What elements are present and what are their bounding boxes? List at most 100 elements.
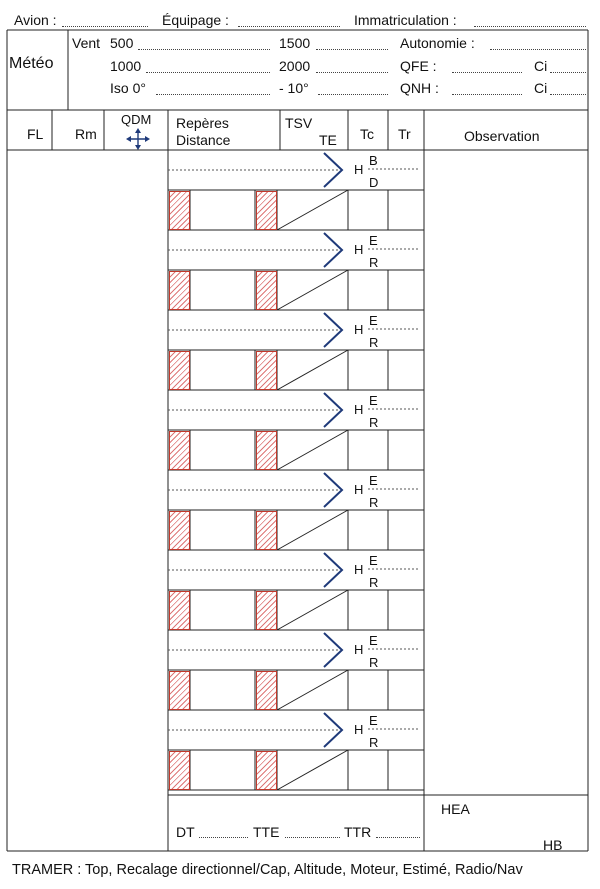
leg-chevron-arrow xyxy=(323,312,344,348)
qfe-ci-label: Ci xyxy=(534,58,548,74)
autonomie-label: Autonomie : xyxy=(400,35,475,51)
col-fl: FL xyxy=(27,126,44,142)
col-observation: Observation xyxy=(464,128,540,144)
leg-hatched-cell xyxy=(169,191,190,230)
leg-top-letter: E xyxy=(369,713,378,728)
col-reperes: Repères xyxy=(176,115,229,131)
leg-diagonal-line xyxy=(276,589,349,631)
leg-h-label: H xyxy=(354,242,364,257)
leg-h-label: H xyxy=(354,322,364,337)
ttr-label: TTR xyxy=(344,824,372,840)
leg-top-letter: E xyxy=(369,233,378,248)
leg-chevron-arrow xyxy=(323,552,344,588)
leg-bottom-letter: R xyxy=(369,655,379,670)
avion-label: Avion : xyxy=(14,12,57,28)
autonomie-field[interactable] xyxy=(490,49,586,50)
vent-500-field[interactable] xyxy=(138,49,270,50)
col-qdm: QDM xyxy=(121,112,152,127)
leg-h-label: H xyxy=(354,642,364,657)
col-tc: Tc xyxy=(360,126,374,142)
leg-top-letter: E xyxy=(369,473,378,488)
equipage-label: Équipage : xyxy=(162,12,229,28)
leg-hatched-cell xyxy=(256,271,277,310)
leg-diagonal-line xyxy=(276,349,349,391)
leg-h-label: H xyxy=(354,162,364,177)
hb-label: HB xyxy=(543,837,563,853)
leg-hatched-cell xyxy=(256,751,277,790)
leg-hatched-cell xyxy=(169,511,190,550)
vent-500-label: 500 xyxy=(110,35,134,51)
hea-label: HEA xyxy=(441,801,470,817)
dt-field[interactable] xyxy=(199,837,248,838)
leg-hatched-cell xyxy=(169,271,190,310)
col-tr: Tr xyxy=(398,126,411,142)
tramer-legend: TRAMER : Top, Recalage directionnel/Cap,… xyxy=(12,862,523,878)
leg-hatched-cell xyxy=(256,511,277,550)
leg-bottom-letter: R xyxy=(369,415,379,430)
col-te: TE xyxy=(319,132,337,148)
leg-hatched-cell xyxy=(169,351,190,390)
qfe-label: QFE : xyxy=(400,58,437,74)
ttr-field[interactable] xyxy=(376,837,420,838)
minus10-field[interactable] xyxy=(318,94,388,95)
equipage-field[interactable] xyxy=(238,26,340,27)
leg-diagonal-line xyxy=(276,189,349,231)
leg-top-letter: B xyxy=(369,153,378,168)
tte-label: TTE xyxy=(253,824,280,840)
minus10-label: - 10° xyxy=(279,80,309,96)
leg-bottom-letter: R xyxy=(369,255,379,270)
vent-2000-label: 2000 xyxy=(279,58,311,74)
leg-chevron-arrow xyxy=(323,392,344,428)
leg-top-letter: E xyxy=(369,313,378,328)
vent-label: Vent xyxy=(72,35,101,51)
qfe-ci-field[interactable] xyxy=(550,72,586,73)
qnh-label: QNH : xyxy=(400,80,439,96)
leg-diagonal-line xyxy=(276,749,349,791)
leg-hatched-cell xyxy=(169,591,190,630)
leg-diagonal-line xyxy=(276,429,349,471)
leg-bottom-letter: D xyxy=(369,175,379,190)
leg-diagonal-line xyxy=(276,269,349,311)
leg-chevron-arrow xyxy=(323,472,344,508)
immatriculation-field[interactable] xyxy=(474,26,586,27)
dt-label: DT xyxy=(176,824,195,840)
vent-1000-label: 1000 xyxy=(110,58,142,74)
qfe-field[interactable] xyxy=(452,72,522,73)
vent-1500-label: 1500 xyxy=(279,35,311,51)
leg-chevron-arrow xyxy=(323,712,344,748)
vent-1000-field[interactable] xyxy=(146,72,270,73)
leg-hatched-cell xyxy=(256,431,277,470)
iso-field[interactable] xyxy=(156,94,270,95)
leg-chevron-arrow xyxy=(323,152,344,188)
tte-field[interactable] xyxy=(285,837,340,838)
leg-hatched-cell xyxy=(169,671,190,710)
leg-hatched-cell xyxy=(169,431,190,470)
iso-label: Iso 0° xyxy=(110,80,146,96)
compass-arrows-icon xyxy=(126,128,150,150)
col-tsv: TSV xyxy=(285,115,313,131)
leg-chevron-arrow xyxy=(323,632,344,668)
leg-top-letter: E xyxy=(369,393,378,408)
leg-hatched-cell xyxy=(169,751,190,790)
leg-top-letter: E xyxy=(369,553,378,568)
leg-chevron-arrow xyxy=(323,232,344,268)
leg-hatched-cell xyxy=(256,351,277,390)
leg-diagonal-line xyxy=(276,509,349,551)
leg-hatched-cell xyxy=(256,191,277,230)
leg-bottom-letter: R xyxy=(369,575,379,590)
leg-h-label: H xyxy=(354,402,364,417)
leg-bottom-letter: R xyxy=(369,335,379,350)
col-rm: Rm xyxy=(75,126,97,142)
avion-field[interactable] xyxy=(62,26,148,27)
vent-1500-field[interactable] xyxy=(316,49,388,50)
qnh-ci-field[interactable] xyxy=(550,94,586,95)
vent-2000-field[interactable] xyxy=(316,72,388,73)
leg-h-label: H xyxy=(354,562,364,577)
qnh-field[interactable] xyxy=(452,94,522,95)
leg-bottom-letter: R xyxy=(369,495,379,510)
leg-bottom-letter: R xyxy=(369,735,379,750)
leg-top-letter: E xyxy=(369,633,378,648)
leg-h-label: H xyxy=(354,482,364,497)
qnh-ci-label: Ci xyxy=(534,80,548,96)
